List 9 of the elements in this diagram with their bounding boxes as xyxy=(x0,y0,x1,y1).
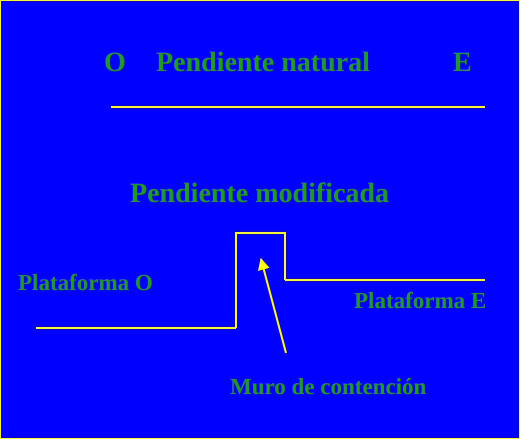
direction-letter: E xyxy=(453,49,472,77)
wall-label: Muro de contención xyxy=(230,375,426,398)
leader-arrow xyxy=(258,258,287,354)
section-title: Pendiente modificada xyxy=(130,180,389,208)
retaining-wall-outline xyxy=(235,232,286,328)
section-title: Pendiente natural xyxy=(156,49,370,77)
direction-letter: O xyxy=(104,49,126,77)
platform-label: Plataforma E xyxy=(354,289,486,312)
platform-label: Plataforma O xyxy=(18,271,153,294)
